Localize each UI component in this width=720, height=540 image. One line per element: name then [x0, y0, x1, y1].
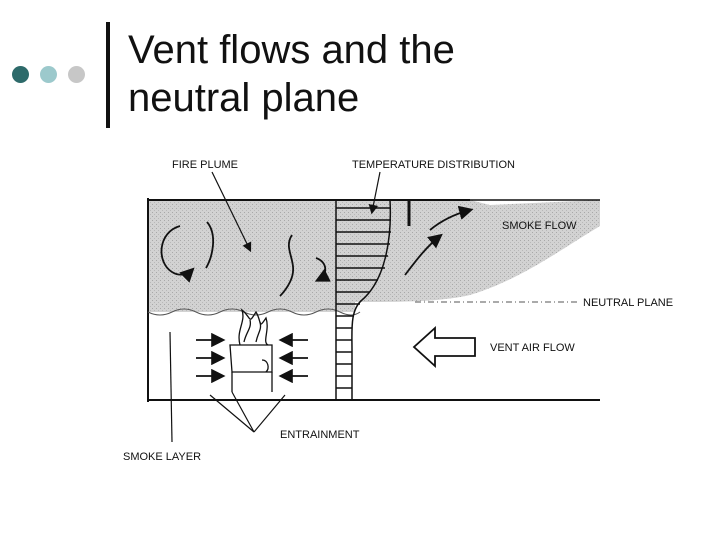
circulation-arrows — [160, 205, 474, 297]
slide-title: Vent flows and the neutral plane — [128, 26, 688, 122]
label-vent-air-flow: VENT AIR FLOW — [490, 342, 575, 354]
label-smoke-layer: SMOKE LAYER — [123, 451, 201, 463]
decorative-dots — [12, 66, 92, 84]
title-divider — [106, 22, 110, 128]
entrainment-arrows — [196, 332, 308, 384]
label-smoke-flow: SMOKE FLOW — [502, 220, 577, 232]
vent-air-flow-arrow — [412, 325, 476, 369]
title-line-2: neutral plane — [128, 76, 360, 120]
title-line-1: Vent flows and the — [128, 28, 455, 72]
smoke-layer-interface — [147, 308, 361, 316]
label-neutral-plane: NEUTRAL PLANE — [583, 297, 673, 309]
fire — [238, 308, 269, 346]
dot-dark — [12, 66, 29, 83]
leader-lines — [169, 171, 381, 443]
label-entrainment: ENTRAINMENT — [280, 429, 360, 441]
label-temperature-distribution: TEMPERATURE DISTRIBUTION — [352, 159, 515, 171]
dot-light — [40, 66, 57, 83]
temperature-hatch — [336, 207, 391, 389]
burning-object — [229, 344, 273, 392]
dot-grey — [68, 66, 85, 83]
label-fire-plume: FIRE PLUME — [172, 159, 238, 171]
